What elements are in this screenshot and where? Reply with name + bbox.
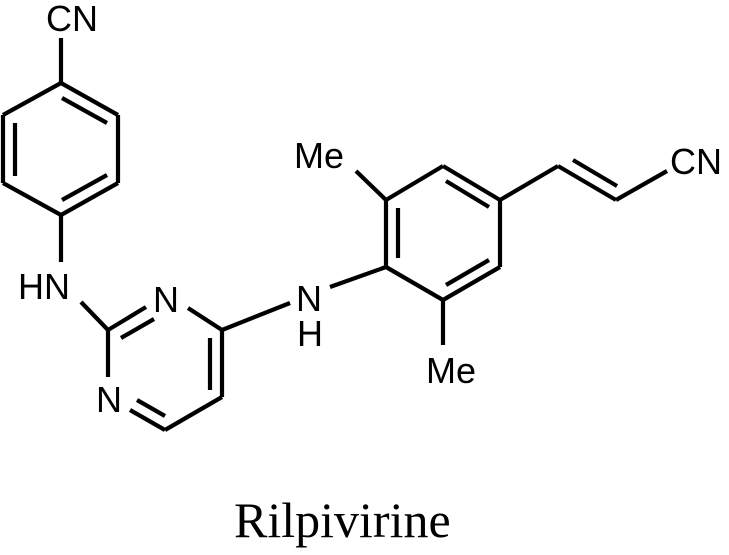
dimethylphenyl-ring <box>329 158 669 345</box>
cn-right-label: CN <box>670 141 722 182</box>
compound-name: Rilpivirine <box>234 492 451 548</box>
pyrimidine-ring <box>79 300 291 432</box>
hn-label: HN <box>18 266 70 307</box>
me-top-label: Me <box>294 135 344 176</box>
pyrimidine-n-top-label: N <box>153 279 179 320</box>
me-bottom-label: Me <box>426 350 476 391</box>
benzonitrile-ring <box>0 38 121 262</box>
nh-h-label: H <box>297 313 323 354</box>
pyrimidine-n-bottom-label: N <box>96 379 122 420</box>
cn-top-label: CN <box>46 0 98 39</box>
nh-n-label: N <box>296 278 322 319</box>
